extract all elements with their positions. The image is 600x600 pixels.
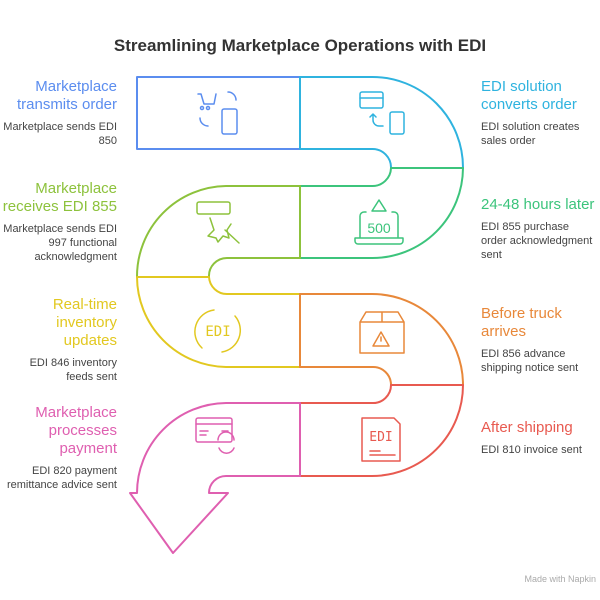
- segment-8-arrow: [129, 402, 301, 554]
- step-1-label: Marketplace transmits order Marketplace …: [2, 78, 117, 148]
- step-6-label: Before truck arrives EDI 856 advance shi…: [481, 305, 596, 375]
- step-8-label: Marketplace processes payment EDI 820 pa…: [2, 404, 117, 492]
- click-icon: [196, 201, 240, 244]
- icon-edi-text: EDI: [205, 324, 230, 340]
- segment-6: [299, 293, 464, 386]
- icon-edi-text: EDI: [369, 430, 392, 445]
- cart-phone-icon: [197, 91, 238, 135]
- icon-code-text: 500: [367, 220, 391, 236]
- segment-5: [136, 276, 301, 368]
- segment-2: [299, 75, 465, 169]
- step-description: EDI 855 purchase order acknowledgment se…: [481, 221, 593, 261]
- step-heading: Marketplace transmits order: [16, 78, 117, 113]
- segment-3: [299, 167, 464, 260]
- step-description: Marketplace sends EDI 850: [3, 121, 117, 147]
- segment-1: [136, 76, 301, 150]
- step-heading: 24-48 hours later: [481, 196, 595, 213]
- step-description: Marketplace sends EDI 997 functional ack…: [3, 223, 117, 263]
- segment-4: [135, 185, 301, 278]
- step-heading: After shipping: [481, 419, 573, 436]
- step-4-label: Marketplace receives EDI 855 Marketplace…: [2, 180, 117, 264]
- step-heading: EDI solution converts order: [481, 78, 577, 113]
- laptop-500-icon: 500: [354, 199, 404, 245]
- step-7-label: After shipping EDI 810 invoice sent: [481, 419, 596, 457]
- footer-credit: Made with Napkin: [524, 574, 596, 584]
- step-description: EDI 820 payment remittance advice sent: [6, 465, 117, 491]
- box-warning-icon: [359, 311, 405, 354]
- page-title: Streamlining Marketplace Operations with…: [113, 36, 487, 55]
- step-description: EDI 856 advance shipping notice sent: [481, 348, 579, 374]
- step-heading: Marketplace receives EDI 855: [2, 180, 117, 215]
- step-3-label: 24-48 hours later EDI 855 purchase order…: [481, 196, 596, 262]
- step-2-label: EDI solution converts order EDI solution…: [481, 78, 596, 148]
- step-description: EDI solution creates sales order: [481, 121, 580, 147]
- step-description: EDI 846 inventory feeds sent: [29, 357, 117, 383]
- card-phone-icon: [359, 91, 405, 135]
- edi-document-icon: EDI: [361, 417, 401, 462]
- step-heading: Real-time inventory updates: [52, 296, 117, 349]
- edi-sync-icon: EDI: [194, 309, 242, 353]
- step-5-label: Real-time inventory updates EDI 846 inve…: [2, 296, 117, 384]
- step-heading: Before truck arrives: [481, 305, 562, 340]
- step-description: EDI 810 invoice sent: [481, 444, 582, 456]
- segment-7: [299, 384, 464, 477]
- step-heading: Marketplace processes payment: [35, 404, 117, 457]
- card-refresh-icon: [195, 417, 235, 454]
